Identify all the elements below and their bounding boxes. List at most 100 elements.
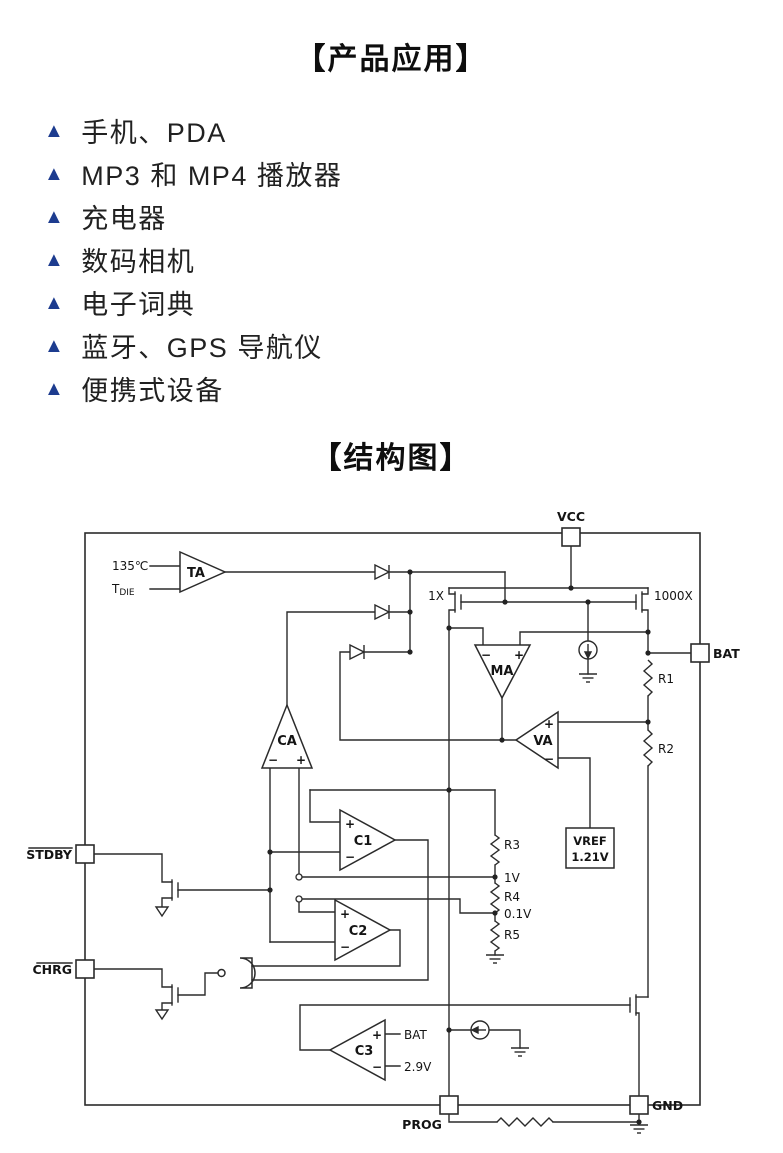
- application-label: 电子词典: [81, 290, 196, 320]
- r2-label: R2: [658, 742, 674, 756]
- ta-label: TA: [187, 566, 205, 581]
- tap-01v-label: 0.1V: [504, 907, 532, 921]
- c3-minus-sign: −: [372, 1060, 382, 1074]
- triangle-bullet-icon: [44, 293, 65, 313]
- ca-label: CA: [277, 734, 297, 749]
- application-label: 蓝牙、GPS 导航仪: [81, 333, 323, 363]
- resistor-r3: [489, 834, 501, 866]
- triangle-bullet-icon: [44, 379, 65, 399]
- mosfet-1x-label: 1X: [428, 589, 444, 603]
- pads: [75, 527, 710, 1115]
- chrg-pad: [75, 959, 95, 979]
- va-minus-sign: −: [544, 752, 554, 766]
- vcc-pad: [561, 527, 581, 547]
- diode-ca: [374, 603, 391, 621]
- structure-title: 【结构图】: [311, 442, 472, 475]
- tdie-label: TDIE: [111, 582, 135, 598]
- current-sources: [470, 640, 598, 1040]
- ground-arrow-icon: [154, 906, 170, 918]
- ma-amplifier: [473, 644, 532, 700]
- mosfet-1000x-label: 1000X: [654, 589, 693, 603]
- va-label: VA: [533, 734, 552, 749]
- prog-pin-label: PROG: [402, 1117, 442, 1132]
- list-item: 蓝牙、GPS 导航仪: [44, 324, 342, 367]
- ma-label: MA: [491, 664, 514, 679]
- amplifiers: [179, 550, 559, 1082]
- application-label: MP3 和 MP4 播放器: [81, 161, 343, 191]
- c1-comparator: [339, 808, 397, 872]
- list-item: 数码相机: [44, 238, 342, 281]
- ta-amplifier: [179, 550, 227, 594]
- list-item: 充电器: [44, 195, 342, 238]
- ca-plus-sign: +: [296, 753, 306, 767]
- bat-pad: [690, 643, 710, 663]
- va-plus-sign: +: [544, 717, 554, 731]
- ground-arrow-icon: [154, 1009, 170, 1021]
- chrg-pin-label: CHRG: [32, 962, 72, 977]
- application-label: 充电器: [81, 204, 167, 234]
- switch-contact-1v: [295, 873, 303, 881]
- stdby-pin-label: STDBY: [26, 847, 73, 862]
- tap-switches: [295, 873, 303, 903]
- diagram-labels: VCC BAT STDBY CHRG PROG GND 135℃ TDIE TA…: [26, 509, 740, 1132]
- r5-label: R5: [504, 928, 520, 942]
- c2-minus-sign: −: [340, 940, 350, 954]
- c3-plus-sign: +: [372, 1028, 382, 1042]
- triangle-bullet-icon: [44, 164, 65, 184]
- c1-plus-sign: +: [345, 817, 355, 831]
- gnd-pad: [629, 1095, 649, 1115]
- c2-comparator: [334, 898, 392, 962]
- arrow-down-icon: [583, 651, 593, 660]
- r1-label: R1: [658, 672, 674, 686]
- c3-comparator: [328, 1018, 386, 1082]
- resistor-r1: [642, 659, 654, 697]
- resistor-r4: [489, 882, 501, 914]
- ground-icon: [511, 1047, 529, 1057]
- triangle-bullet-icon: [44, 336, 65, 356]
- vref-block: [565, 827, 615, 869]
- list-item: MP3 和 MP4 播放器: [44, 152, 342, 195]
- resistors: [489, 659, 654, 1127]
- ca-minus-sign: −: [268, 753, 278, 767]
- c2-plus-sign: +: [340, 907, 350, 921]
- gnd-pin-label: GND: [652, 1098, 683, 1113]
- triangle-bullet-icon: [44, 121, 65, 141]
- ma-minus-sign: −: [481, 648, 491, 662]
- application-label: 数码相机: [81, 247, 196, 277]
- c3-label: C3: [355, 1044, 374, 1059]
- applications-list: 手机、PDA MP3 和 MP4 播放器 充电器 数码相机 电子词典 蓝牙、GP…: [44, 109, 342, 410]
- temp-label: 135℃: [112, 559, 148, 573]
- application-label: 便携式设备: [81, 376, 224, 406]
- triangle-bullet-icon: [44, 207, 65, 227]
- list-item: 电子词典: [44, 281, 342, 324]
- ground-icon: [630, 1124, 648, 1134]
- c3-ref-input-label: 2.9V: [404, 1060, 432, 1074]
- inverter-bubble: [217, 968, 226, 978]
- diodes: [349, 563, 391, 661]
- nand-gate: [217, 957, 256, 989]
- ground-icon: [486, 954, 504, 964]
- arrow-left-icon: [470, 1025, 479, 1035]
- r4-label: R4: [504, 890, 520, 904]
- list-item: 手机、PDA: [44, 109, 342, 152]
- vcc-pin-label: VCC: [557, 509, 585, 524]
- c1-minus-sign: −: [345, 850, 355, 864]
- c1-label: C1: [354, 834, 373, 849]
- bat-pin-label: BAT: [713, 646, 740, 661]
- vref-label: VREF: [573, 834, 606, 848]
- ground-icon: [579, 673, 597, 683]
- resistor-prog: [496, 1117, 554, 1127]
- c3-bat-input-label: BAT: [404, 1028, 428, 1042]
- list-item: 便携式设备: [44, 367, 342, 410]
- stdby-pad: [75, 844, 95, 864]
- tap-1v-label: 1V: [504, 871, 521, 885]
- application-label: 手机、PDA: [81, 118, 227, 148]
- ground-symbols: [154, 673, 648, 1134]
- diode-va: [349, 643, 366, 661]
- applications-title: 【产品应用】: [295, 43, 488, 76]
- triangle-bullet-icon: [44, 250, 65, 270]
- resistor-r2: [642, 729, 654, 767]
- prog-pad: [439, 1095, 459, 1115]
- block-diagram: VCC BAT STDBY CHRG PROG GND 135℃ TDIE TA…: [26, 509, 740, 1134]
- switch-contact-01v: [295, 895, 303, 903]
